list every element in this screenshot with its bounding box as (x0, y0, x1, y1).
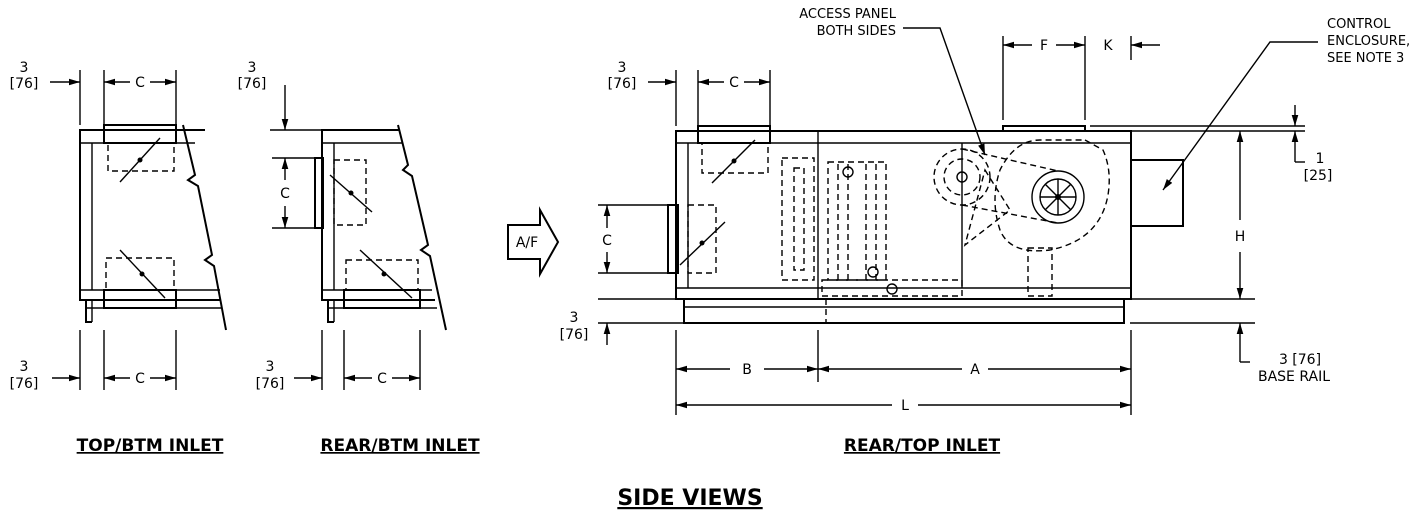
dimensions: C 3 [76] C 3 [76] (10, 60, 177, 392)
dim-3-low: 3 (570, 310, 579, 326)
dim-c-side: C (280, 186, 290, 202)
dim-h: H (1235, 229, 1246, 245)
dim-25: [25] (1304, 168, 1333, 184)
bottom-inlet-collar (103, 249, 177, 309)
unit-casing (79, 124, 227, 331)
unit-casing (675, 130, 1132, 324)
top-inlet-collar (697, 125, 771, 184)
dim-c-top: C (729, 75, 739, 91)
airflow-arrow: A/F (507, 206, 560, 278)
dim-3-top: 3 (248, 60, 257, 76)
dim-c-side: C (602, 233, 612, 249)
dim-76-bottom: [76] (256, 376, 285, 392)
dim-l: L (901, 398, 909, 414)
view-title-rear-btm: REAR/BTM INLET (320, 436, 480, 456)
bottom-inlet-collar (343, 249, 421, 309)
view-title-rear-top: REAR/TOP INLET (844, 436, 1001, 456)
base-rail-dim: 3 [76] (1279, 352, 1321, 368)
top-discharge (1002, 125, 1086, 132)
dim-c-bottom: C (377, 371, 387, 387)
base-rail-label: BASE RAIL (1258, 369, 1330, 385)
rear-inlet-collar (314, 157, 373, 229)
unit-casing (321, 124, 447, 331)
dim-k: K (1103, 38, 1113, 54)
dim-3-top: 3 (618, 60, 627, 76)
top-inlet-collar (103, 124, 177, 183)
view-top-btm-inlet: C 3 [76] C 3 [76] TOP/BTM INLET (10, 60, 227, 456)
dimensions: 3 [76] C C 3 [76] (238, 60, 421, 392)
view-rear-top-inlet: C 3 [76] C 3 [76] B A (560, 7, 1411, 456)
access-panel-line2: BOTH SIDES (817, 24, 896, 39)
filter-coil-section (781, 157, 963, 297)
rear-inlet-collar (667, 204, 726, 274)
dim-3-top: 3 (20, 60, 29, 76)
dim-a: A (970, 362, 980, 378)
view-rear-btm-inlet: 3 [76] C C 3 [76] REAR/BTM INLET (238, 60, 480, 456)
dim-3-bottom: 3 (266, 359, 275, 375)
access-panel-line1: ACCESS PANEL (799, 7, 897, 22)
view-title-top-btm: TOP/BTM INLET (77, 436, 224, 456)
dim-c-top: C (135, 75, 145, 91)
control-line3: SEE NOTE 3 (1327, 51, 1404, 66)
control-line2: ENCLOSURE, (1327, 34, 1410, 49)
dim-3-bottom: 3 (20, 359, 29, 375)
callouts: ACCESS PANEL BOTH SIDES CONTROL ENCLOSUR… (799, 7, 1410, 191)
dim-76-top: [76] (608, 76, 637, 92)
dim-1: 1 (1316, 151, 1325, 167)
dimensions: C 3 [76] C 3 [76] B A (560, 36, 1333, 415)
dim-76-top: [76] (238, 76, 267, 92)
dim-f: F (1040, 38, 1048, 54)
main-title: SIDE VIEWS (617, 486, 762, 511)
dim-76-top: [76] (10, 76, 39, 92)
control-line1: CONTROL (1327, 17, 1391, 32)
fan-motor-assembly (933, 139, 1110, 297)
dim-c-bottom: C (135, 371, 145, 387)
dim-76-low: [76] (560, 327, 589, 343)
dim-76-bottom: [76] (10, 376, 39, 392)
dim-b: B (742, 362, 752, 378)
airflow-label: A/F (516, 235, 538, 251)
control-enclosure (1130, 159, 1184, 227)
